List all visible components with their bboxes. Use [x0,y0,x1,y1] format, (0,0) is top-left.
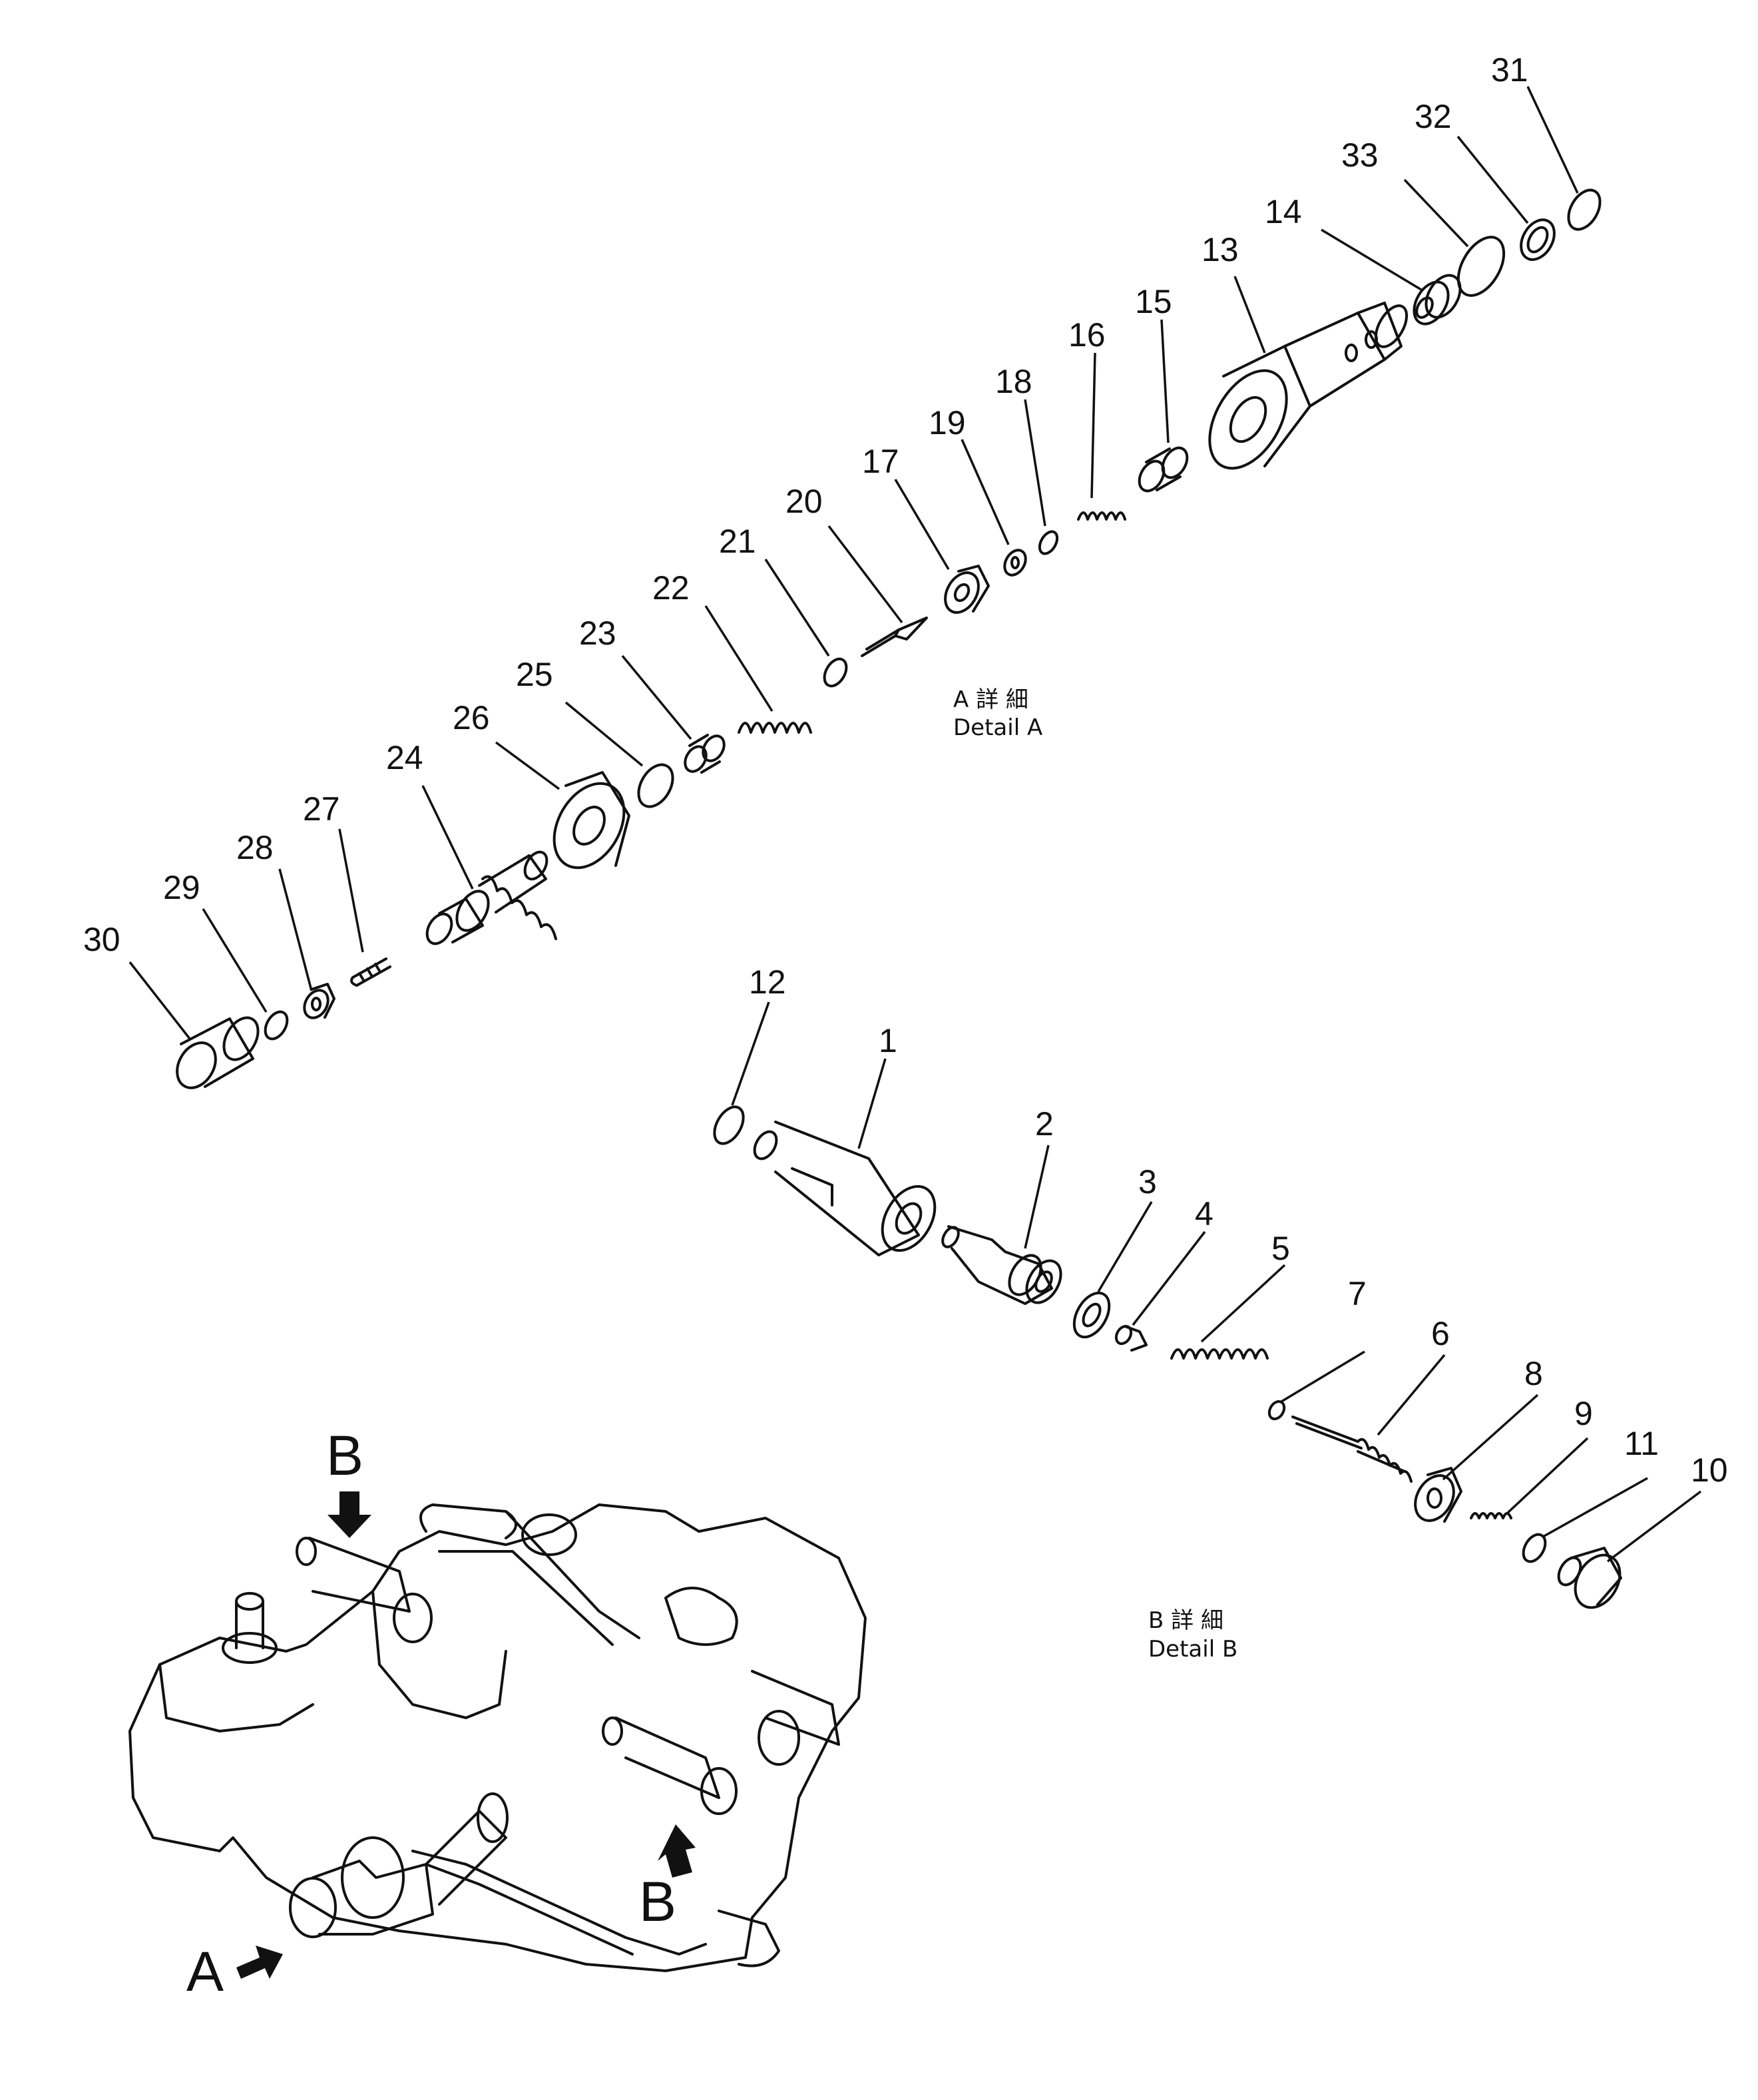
part-26-nut[interactable] [540,771,638,880]
detail-a-callouts: 13 14 15 16 17 18 19 20 21 22 23 24 25 2… [83,51,1528,958]
part-22-spring[interactable] [738,722,812,734]
callout-5: 5 [1271,1230,1290,1267]
part-19-washer[interactable] [1000,547,1030,579]
callout-24: 24 [386,739,423,776]
part-13-valve-body[interactable] [1194,301,1413,482]
part-6-adjusting-screw[interactable] [1291,1416,1413,1483]
callout-22: 22 [652,569,690,607]
part-16-spring[interactable] [1077,511,1126,521]
marker-b-upper: B [326,1424,363,1487]
part-29-o-ring[interactable] [261,1008,292,1043]
part-17-seat[interactable] [939,565,990,619]
part-21-washer[interactable] [820,655,851,690]
marker-b-lower: B [639,1870,676,1933]
callout-30: 30 [83,921,120,958]
callout-21: 21 [719,523,756,560]
part-7-o-ring[interactable] [1266,1399,1287,1422]
marker-a-arrow [236,1946,283,1979]
part-3-washer[interactable] [1067,1287,1116,1343]
marker-b-lower-arrow [658,1824,696,1878]
part-33-o-ring[interactable] [1449,229,1513,303]
part-24-screw-body[interactable] [422,848,557,948]
callout-23: 23 [579,615,616,652]
view-markers: B B A [186,1424,696,2003]
callout-33: 33 [1341,136,1379,174]
callout-29: 29 [163,869,200,906]
callout-4: 4 [1195,1195,1213,1232]
part-12-o-ring[interactable] [708,1102,749,1149]
marker-a: A [186,1940,224,2003]
valve-block-outline [128,1503,867,1972]
callout-16: 16 [1068,316,1106,354]
detail-a-caption-en: Detail A [953,714,1042,741]
callout-26: 26 [453,699,490,736]
callout-8: 8 [1524,1355,1543,1392]
part-10-cap-nut[interactable] [1554,1547,1629,1616]
callout-17: 17 [862,443,899,480]
callout-13: 13 [1202,231,1239,268]
marker-b-upper-arrow [328,1491,371,1538]
part-1-sleeve[interactable] [750,1121,946,1260]
part-32-washer[interactable] [1514,214,1561,265]
part-15-sleeve[interactable] [1134,443,1192,495]
callout-18: 18 [995,363,1032,400]
part-30-cap-nut[interactable] [169,1012,265,1095]
callout-32: 32 [1415,98,1452,135]
part-11-o-ring[interactable] [1519,1531,1550,1565]
part-9-set-screw[interactable] [1470,1512,1512,1519]
part-20-poppet[interactable] [861,617,928,657]
assembly-upper-b-spool [296,1537,433,1643]
callout-2: 2 [1035,1105,1054,1143]
part-25-o-ring[interactable] [632,759,680,813]
callout-10: 10 [1691,1451,1728,1489]
assembly-relief-valve-a [289,1792,509,1938]
detail-a-caption-jp: A 詳 細 [953,686,1028,713]
part-14-plug[interactable] [1407,270,1467,330]
callout-25: 25 [516,656,553,693]
detail-b-parts [708,1102,1629,1616]
callout-11: 11 [1624,1425,1659,1462]
part-27-set-screw[interactable] [350,957,391,987]
callout-14: 14 [1265,193,1302,230]
detail-a-parts [169,184,1607,1095]
part-4-poppet[interactable] [1113,1324,1148,1352]
callout-7: 7 [1348,1275,1367,1312]
detail-b-caption-jp: B 詳 細 [1148,1607,1223,1634]
callout-15: 15 [1135,283,1172,320]
part-5-spring[interactable] [1170,1348,1269,1360]
callout-19: 19 [929,404,966,441]
assembly-view [128,1503,867,1972]
detail-a-leaders [128,86,1579,1040]
callout-27: 27 [303,790,340,828]
detail-b-callouts: 1 2 3 4 5 6 7 8 9 10 11 12 [749,963,1728,1489]
detail-b-caption-en: Detail B [1148,1636,1237,1663]
callout-31: 31 [1491,51,1528,89]
detail-b-leaders [731,1001,1702,1563]
callout-3: 3 [1138,1163,1157,1200]
callout-28: 28 [236,829,274,866]
part-18-o-ring[interactable] [1036,529,1060,557]
part-8-lock-nut[interactable] [1407,1467,1462,1527]
part-2-spool[interactable] [939,1224,1068,1308]
part-28-lock-nut[interactable] [300,983,335,1022]
part-23-piston[interactable] [681,732,728,776]
callout-9: 9 [1574,1395,1593,1432]
callout-1: 1 [879,1022,897,1059]
assembly-lower-b-spool [602,1716,738,1815]
part-31-o-ring[interactable] [1562,184,1607,234]
callout-12: 12 [749,963,786,1001]
callout-20: 20 [785,483,823,520]
callout-6: 6 [1431,1315,1450,1352]
